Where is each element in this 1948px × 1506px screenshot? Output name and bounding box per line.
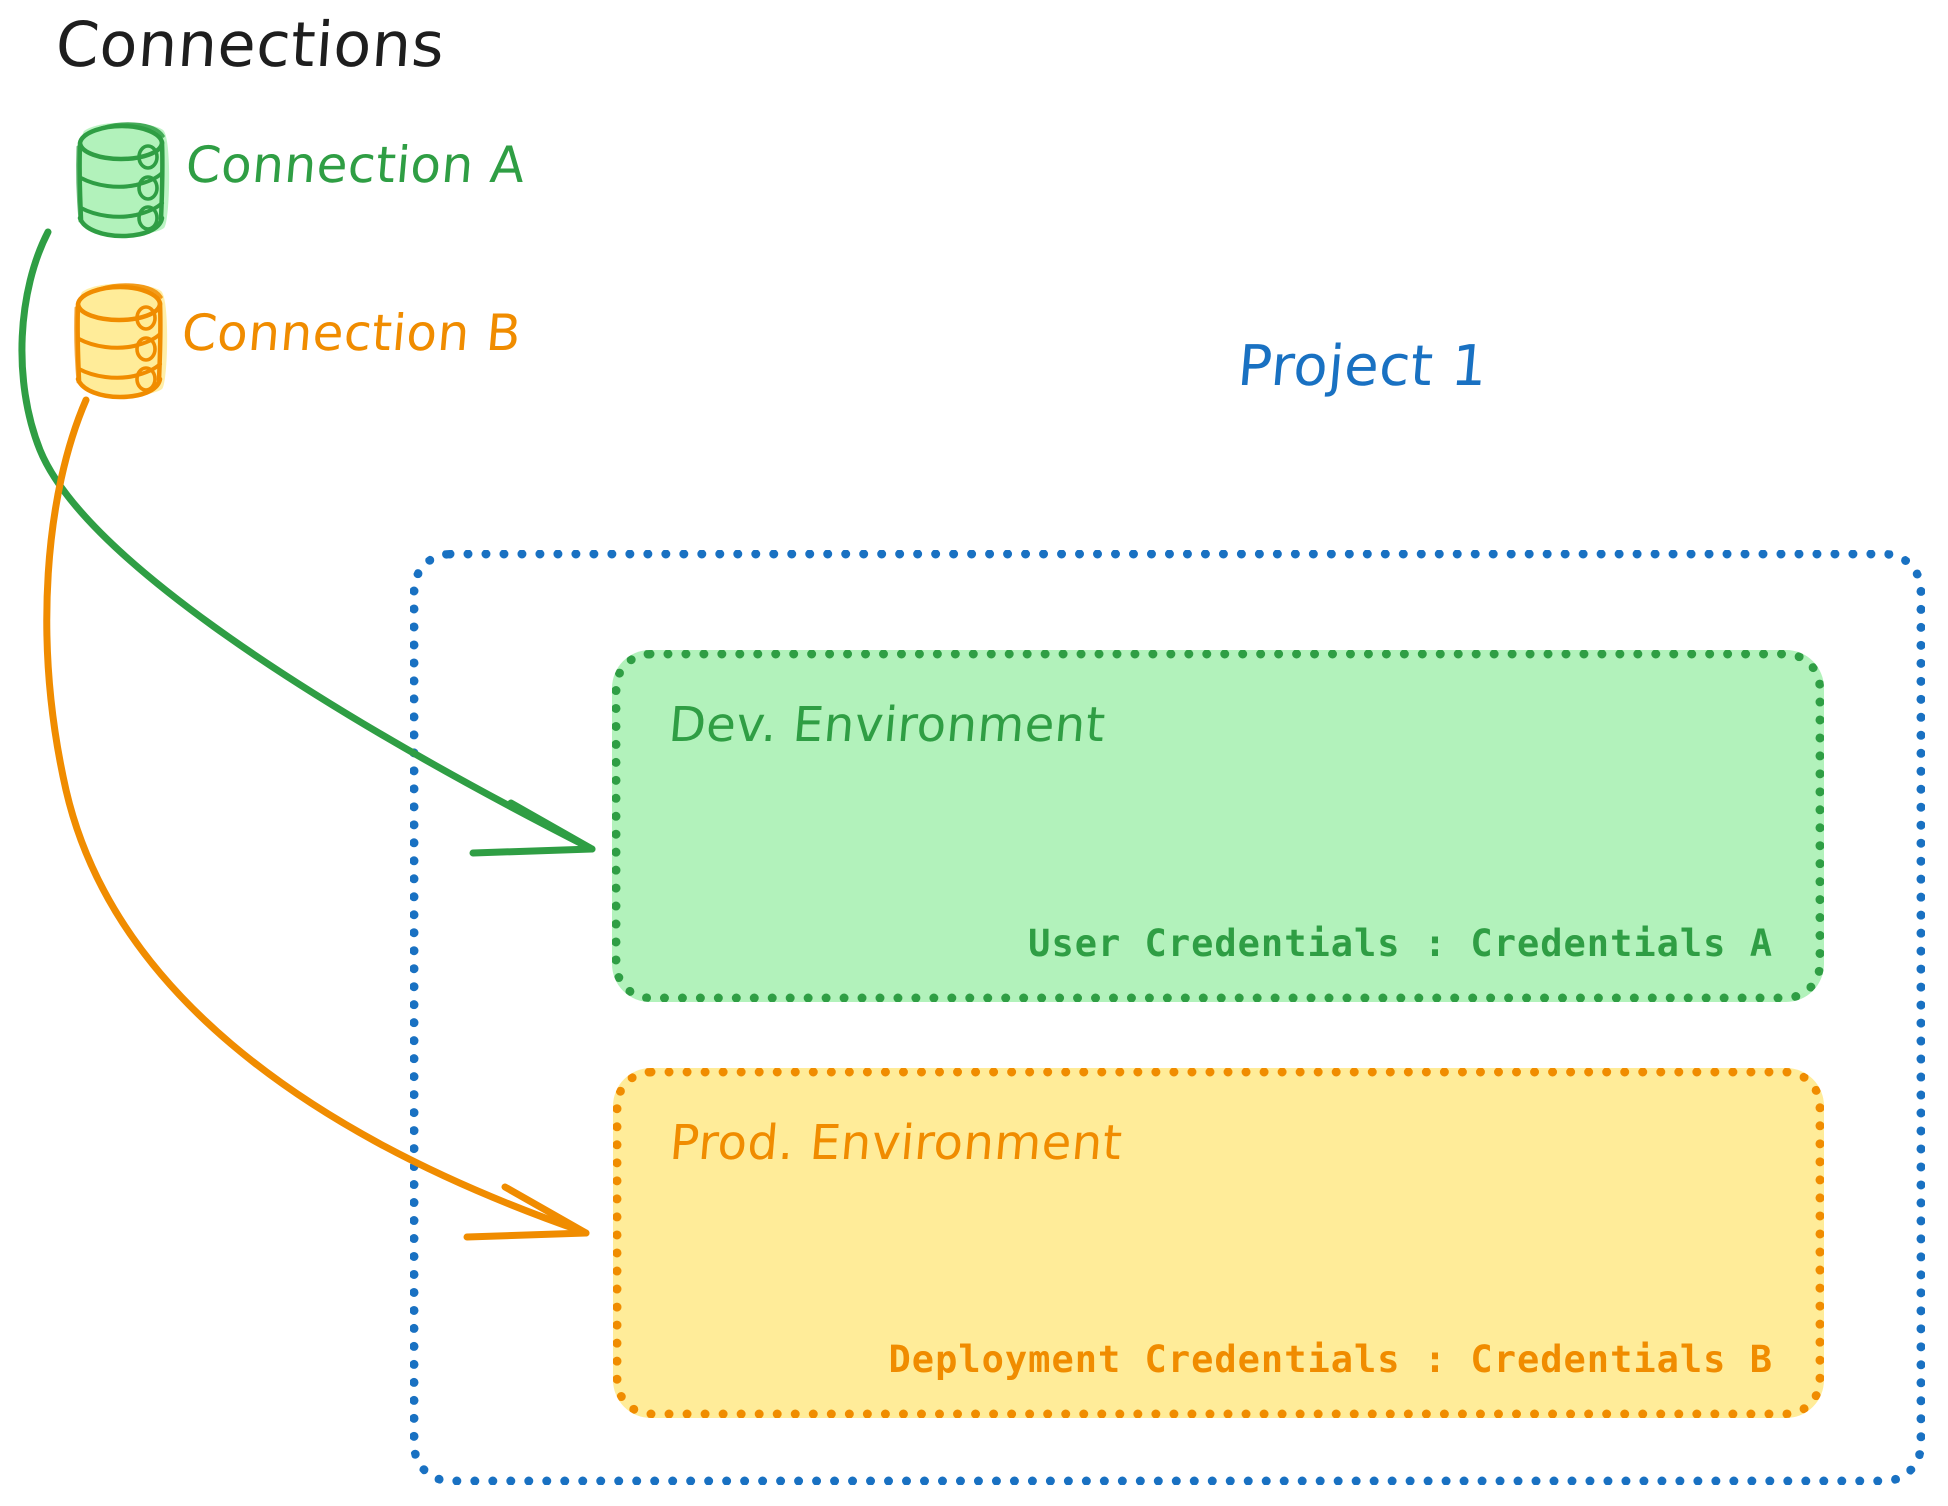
dev-environment-box[interactable]: Dev. Environment User Credentials : Cred… [612, 650, 1824, 1002]
connection-b-label: Connection B [179, 304, 524, 362]
database-cylinder-icon-connection-b[interactable] [74, 283, 168, 400]
dev-environment-title: Dev. Environment [666, 697, 1108, 753]
prod-environment-credentials: Deployment Credentials : Credentials B [888, 1338, 1773, 1381]
database-cylinder-icon-connection-a[interactable] [76, 122, 170, 239]
prod-environment-title: Prod. Environment [667, 1115, 1125, 1171]
connection-a-label: Connection A [183, 136, 528, 194]
dev-environment-credentials: User Credentials : Credentials A [1028, 922, 1773, 965]
prod-environment-box[interactable]: Prod. Environment Deployment Credentials… [613, 1068, 1824, 1418]
project-label: Project 1 [1235, 334, 1491, 399]
page-title: Connections [53, 8, 448, 81]
